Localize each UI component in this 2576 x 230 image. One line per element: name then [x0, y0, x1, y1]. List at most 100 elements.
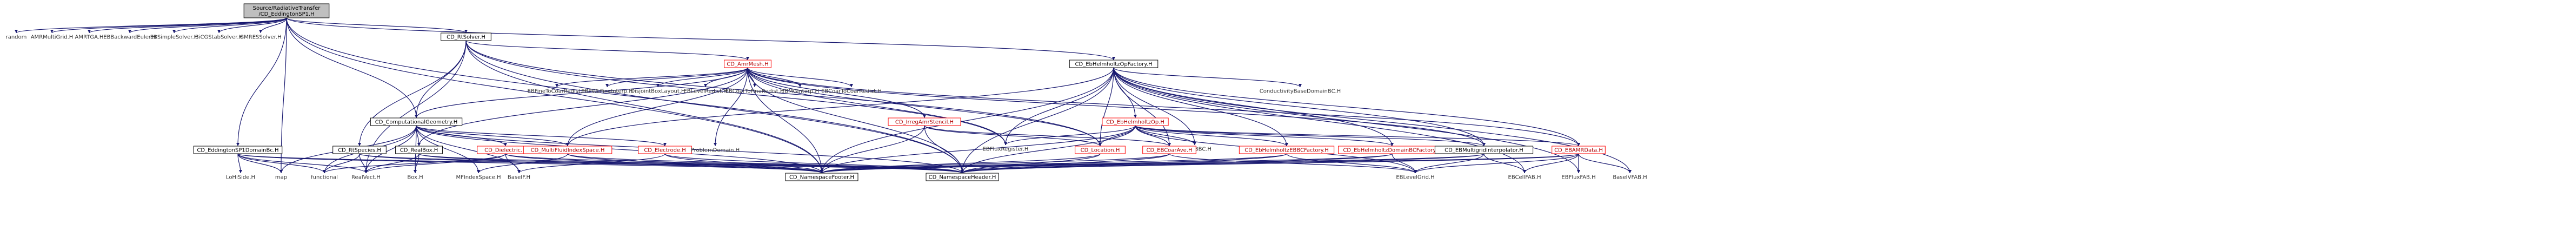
arrowhead-amrmesh-to-ebcoartofine	[753, 84, 756, 87]
edge-amrmesh-to-ebcoartocoar	[747, 67, 852, 88]
node-label-ebcoarave: CD_EBCoarAve.H	[1146, 148, 1192, 154]
edge-root-to-random	[16, 17, 287, 34]
node-box-multifluid	[523, 146, 613, 154]
node-ebfinetocoar: EBFineToCoarRedist.H	[528, 89, 587, 95]
node-box-location	[1075, 146, 1126, 154]
node-mfindexspace: MFIndexSpace.H	[456, 175, 501, 181]
node-label-problemdomain: ProblemDomain.H	[691, 148, 740, 154]
edge-ebhelmholtzop-to-ebamrdata	[1135, 125, 1579, 147]
arrowhead-ebhelmholtzop-to-ebhelmholtzebbc	[1285, 143, 1288, 146]
arrowhead-compgeom-to-realbox	[417, 143, 421, 146]
edge-eddingtondomain-to-realvect	[237, 153, 367, 174]
edge-ebhelmholtz-to-multifluid	[567, 67, 1114, 147]
node-ebhelmholtz[interactable]: CD_EbHelmholtzOpFactory.H	[1069, 60, 1159, 68]
arrowhead-eddingtondomain-to-map	[279, 170, 283, 173]
node-box-nsheader	[926, 173, 999, 181]
node-rtspecies[interactable]: CD_RtSpecies.H	[332, 146, 387, 154]
node-label-ebfluxfab: EBFluxFAB.H	[1561, 175, 1595, 181]
arrowhead-ebhelmholtzop-to-ebcoarave	[1168, 143, 1171, 146]
edge-eddingtondomain-to-map	[237, 153, 282, 174]
edge-dielectric-to-realvect	[365, 153, 506, 174]
edge-ebmultigridinterp-to-ebcellfab	[1483, 153, 1525, 174]
node-nsfooter[interactable]: CD_NamespaceFooter.H	[785, 173, 858, 181]
edge-ebcoarave-to-eblevelgrid	[1169, 153, 1416, 174]
edge-multifluid-to-nsheader	[567, 153, 963, 174]
node-ebhelmholtzop[interactable]: CD_EbHelmholtzOp.H	[1102, 117, 1169, 126]
node-label-nsfooter: CD_NamespaceFooter.H	[789, 175, 854, 181]
node-ebfluxregister: EBFluxRegister.H	[983, 147, 1029, 153]
node-ebamrdata[interactable]: CD_EBAMRData.H	[1552, 146, 1606, 154]
node-label-multifluid: CD_MultiFluidIndexSpace.H	[531, 148, 605, 154]
arrowhead-ebhelmholtzop-to-ebmultigridinterp	[1482, 143, 1486, 146]
edge-ebmultigridinterp-to-eblevelgrid	[1415, 153, 1485, 174]
node-location[interactable]: CD_Location.H	[1075, 146, 1126, 154]
node-label-dielectric: CD_Dielectric.H	[484, 148, 527, 154]
arrowhead-ebhelmholtzop-to-location	[1099, 143, 1102, 146]
edge-multifluid-to-mfindexspace	[478, 153, 568, 174]
node-label-root: Source/RadiativeTransfer	[253, 5, 321, 11]
edge-location-to-nsheader	[962, 153, 1101, 174]
edge-root-to-nsfooter	[286, 17, 822, 174]
edge-electrode-to-nsfooter	[664, 153, 822, 174]
edge-amrmesh-to-nsfooter	[747, 67, 822, 174]
arrowhead-root-to-random	[15, 30, 18, 33]
edge-rtsolver-to-compgeom	[416, 40, 467, 119]
node-label-eblevelgrid: EBLevelGrid.H	[1396, 175, 1434, 181]
node-ebhelmholtzdomainbc[interactable]: CD_EbHelmholtzDomainBCFactory.H	[1338, 146, 1446, 154]
edge-eddingtondomain-to-functional	[237, 153, 325, 174]
node-irregamr[interactable]: CD_IrregAmrStencil.H	[888, 117, 961, 126]
arrowhead-dielectric-to-functional	[323, 170, 326, 173]
edge-eddingtondomain-to-nsfooter	[237, 153, 822, 174]
node-box-ebamrdata	[1552, 146, 1606, 154]
node-label-ebfluxregister: EBFluxRegister.H	[983, 147, 1029, 153]
node-conductivity: ConductivityBaseDomainBC.H	[1260, 89, 1341, 95]
node-rtsolver[interactable]: CD_RtSolver.H	[441, 32, 491, 41]
node-nsheader[interactable]: CD_NamespaceHeader.H	[926, 173, 999, 181]
node-root[interactable]: Source/RadiativeTransfer/CD_EddingtonSP1…	[243, 3, 330, 18]
node-amrmesh[interactable]: CD_AmrMesh.H	[724, 60, 771, 68]
node-realbox[interactable]: CD_RealBox.H	[395, 146, 443, 154]
arrowhead-amrmesh-to-problemdomain	[714, 143, 717, 146]
node-label-mfindexspace: MFIndexSpace.H	[456, 175, 501, 181]
edge-ebhelmholtz-to-ebhelmholtzebbc	[1113, 67, 1287, 147]
edge-ebhelmholtzebbc-to-nsfooter	[821, 153, 1287, 174]
node-dielectric[interactable]: CD_Dielectric.H	[477, 146, 534, 154]
edge-ebhelmholtzop-to-ebmultigridinterp	[1135, 125, 1485, 147]
edge-electrode-to-baseif	[518, 153, 665, 174]
node-box-amrmesh	[724, 60, 771, 68]
arrowhead-amrmesh-to-ebfinetocoar	[555, 84, 558, 87]
node-ebhelmholtzebbc[interactable]: CD_EbHelmholtzEBBCFactory.H	[1239, 146, 1335, 154]
node-ebcellfab: EBCellFAB.H	[1508, 175, 1541, 181]
node-ebmultigridinterp[interactable]: CD_EBMultigridInterpolator.H	[1434, 146, 1534, 154]
node-box-compgeom	[370, 117, 463, 126]
edge-realbox-to-nsfooter	[418, 153, 822, 174]
arrowhead-amrmesh-to-ebpwlfine	[605, 84, 609, 87]
arrowhead-amrmesh-to-ebcoartocoar	[850, 84, 853, 87]
arrowhead-ebhelmholtz-to-conductivity	[1299, 84, 1302, 87]
edge-multifluid-to-nsfooter	[567, 153, 822, 174]
edge-amrmesh-to-ebmultigridinterp	[747, 67, 1485, 147]
edge-ebamrdata-to-basevfab	[1578, 153, 1630, 174]
node-label-realvect: RealVect.H	[351, 175, 381, 181]
edge-root-to-bicgstab	[218, 17, 287, 34]
edge-amrmesh-to-ebfluxregister	[747, 67, 1006, 146]
node-compgeom[interactable]: CD_ComputationalGeometry.H	[370, 117, 463, 126]
edge-compgeom-to-mfindexspace	[416, 125, 479, 174]
node-limitside: LoHiSide.H	[226, 175, 255, 181]
node-ebcoarave[interactable]: CD_EBCoarAve.H	[1142, 146, 1196, 154]
node-label-eddingtondomain: CD_EddingtonSP1DomainBc.H	[197, 148, 278, 154]
edge-rtsolver-to-amrmesh	[465, 40, 748, 61]
edge-rtsolver-to-location	[465, 40, 1101, 147]
node-electrode[interactable]: CD_Electrode.H	[638, 146, 692, 154]
edge-irregamr-to-location	[924, 125, 1101, 147]
node-multifluid[interactable]: CD_MultiFluidIndexSpace.H	[523, 146, 613, 154]
node-boxh: Box.H	[407, 175, 423, 181]
node-ebfluxfab: EBFluxFAB.H	[1561, 175, 1595, 181]
arrowhead-root-to-rtsolver	[464, 30, 468, 33]
node-eddingtondomain[interactable]: CD_EddingtonSP1DomainBc.H	[193, 146, 283, 154]
node-eblevelgrid: EBLevelGrid.H	[1396, 175, 1434, 181]
edge-location-to-nsfooter	[821, 153, 1101, 174]
arrowhead-ebamrdata-to-eblevelgrid	[1414, 170, 1417, 173]
arrowhead-ebhelmholtzop-to-baseebbc	[1193, 142, 1196, 145]
arrowhead-ebamrdata-to-nsheader	[961, 170, 964, 173]
